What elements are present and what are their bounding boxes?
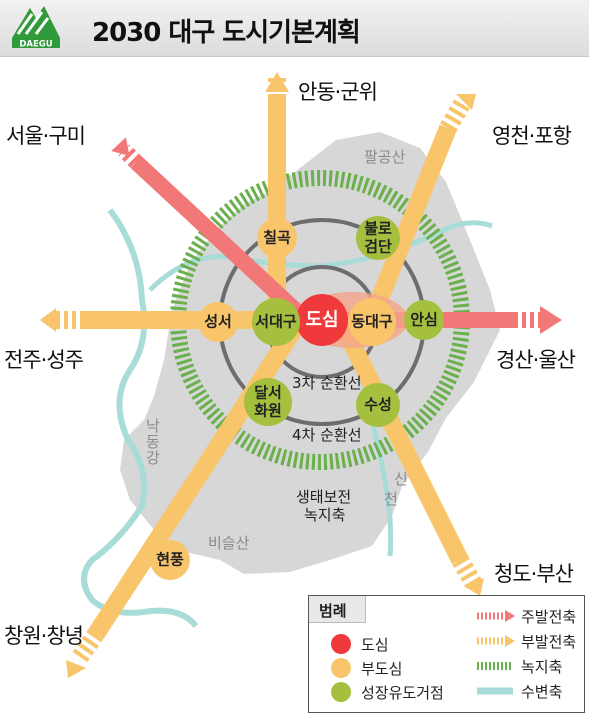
node-bullo-label-1: 불로: [364, 219, 392, 238]
dest-northwest: 서울·구미: [6, 124, 86, 148]
legend-item-center: 도심: [361, 636, 389, 654]
east-arrowhead: [540, 306, 562, 334]
legend-subcenter-swatch: [331, 658, 351, 678]
sincheon-label-1: 신: [394, 470, 408, 488]
node-center: [296, 294, 348, 346]
node-bullo-label-2: 검단: [364, 237, 392, 256]
sincheon-label-2: 천: [384, 490, 398, 508]
logo-text: DAEGU: [19, 40, 52, 50]
legend-item-subcenter: 부도심: [361, 660, 403, 678]
node-dongdaegu-label: 동대구: [351, 312, 393, 331]
dest-southeast: 청도·부산: [494, 562, 574, 586]
dest-west: 전주·성주: [4, 348, 84, 372]
geumho-river: [148, 220, 493, 292]
page-title: 2030 대구 도시기본계획: [92, 18, 361, 48]
legend-axis-green: 녹지축: [521, 658, 563, 676]
northwest-arrowhead: [111, 137, 130, 156]
node-bullo: [356, 216, 400, 260]
greenbelt-label-1: 생태보전: [296, 488, 352, 506]
node-seongseo-label: 성서: [204, 312, 232, 331]
node-seodaegu: [252, 298, 300, 346]
node-chilgok-label: 칠곡: [263, 228, 291, 247]
dest-southwest: 창원·창녕: [4, 624, 84, 648]
southwest-arrowhead: [66, 660, 86, 678]
node-seongseo: [198, 302, 238, 342]
daegu-logo: DAEGU: [12, 6, 60, 50]
legend-axis-main: 주발전축: [521, 608, 577, 626]
node-ansim: [404, 300, 444, 340]
legend-title: 범례: [319, 602, 347, 620]
nakdong-label: 낙동강: [146, 417, 160, 467]
header-bar: DAEGU 2030 대구 도시기본계획: [0, 0, 589, 57]
legend-title-bg: [309, 596, 366, 623]
north-arrowhead: [265, 72, 289, 92]
legend-axis-sub: 부발전축: [521, 633, 577, 651]
node-dongdaegu: [348, 298, 396, 346]
legend-axis-water: 수변축: [521, 683, 563, 701]
southeast-arrowhead: [464, 578, 484, 596]
legend-box: 범례 도심 부도심 성장유도거점 주발전축 부발전축 녹지축 수변축: [308, 595, 585, 713]
node-ansim-label: 안심: [410, 310, 438, 329]
node-suseong: [356, 383, 400, 427]
node-suseong-label: 수성: [364, 395, 392, 414]
dest-north: 안동·군위: [298, 80, 378, 104]
greenbelt-label-2: 녹지축: [304, 506, 346, 524]
dest-northeast: 영천·포항: [492, 124, 572, 148]
ring4-label: 4차 순환선: [292, 426, 362, 444]
palgong-label: 팔공산: [364, 148, 406, 166]
legend-center-swatch: [331, 634, 351, 654]
node-hyeonpung: [150, 540, 190, 580]
node-seodaegu-label: 서대구: [255, 312, 297, 331]
northeast-arrowhead: [456, 94, 476, 110]
node-dalseo-label-2: 화원: [254, 401, 282, 420]
legend-swatches: [331, 610, 515, 702]
node-dalseo: [244, 378, 292, 426]
west-arrowhead: [40, 308, 56, 332]
dest-east: 경산·울산: [496, 348, 576, 372]
legend-item-growth: 성장유도거점: [361, 684, 444, 702]
node-dalseo-label-1: 달서: [254, 383, 282, 402]
node-chilgok: [257, 218, 297, 258]
node-hyeonpung-label: 현풍: [156, 550, 184, 569]
city-plan-diagram: [40, 72, 562, 678]
biseul-label: 비슬산: [208, 534, 250, 552]
node-center-label: 도심: [305, 309, 339, 331]
ring3-label: 3차 순환선: [292, 374, 362, 392]
legend-growth-swatch: [331, 682, 351, 702]
